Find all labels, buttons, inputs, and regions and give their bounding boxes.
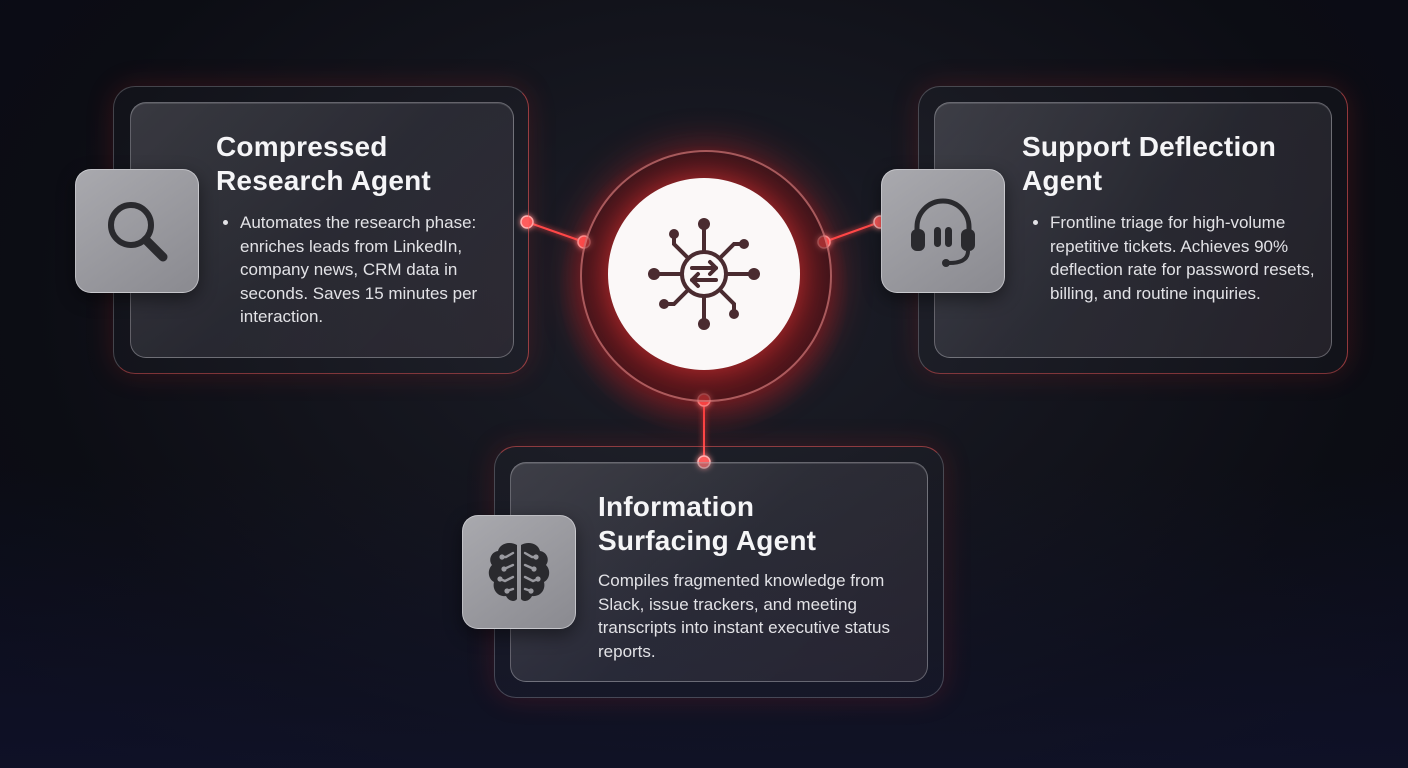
hub-core <box>608 178 800 370</box>
support-icon-tile <box>881 169 1005 293</box>
network-exchange-icon <box>648 218 760 330</box>
research-card-bullet: Automates the research phase: enriches l… <box>240 211 526 329</box>
support-card-bullets: Frontline triage for high-volume repetit… <box>1026 211 1340 305</box>
research-icon-tile <box>75 169 199 293</box>
brain-icon <box>488 543 550 601</box>
support-card-title: Support Deflection Agent <box>1022 131 1277 196</box>
information-card <box>510 462 928 682</box>
information-icon-tile <box>462 515 576 629</box>
node-research-card <box>520 215 534 229</box>
headset-icon <box>911 198 975 267</box>
information-card-title: Information Surfacing Agent <box>598 491 817 556</box>
research-card-bullets: Automates the research phase: enriches l… <box>216 211 526 329</box>
support-card-bullet: Frontline triage for high-volume repetit… <box>1050 211 1340 305</box>
node-information-card <box>697 455 711 469</box>
information-card-body: Compiles fragmented knowledge from Slack… <box>598 571 890 661</box>
research-card-title: Compressed Research Agent <box>216 131 431 196</box>
magnifying-glass-icon <box>108 202 168 262</box>
